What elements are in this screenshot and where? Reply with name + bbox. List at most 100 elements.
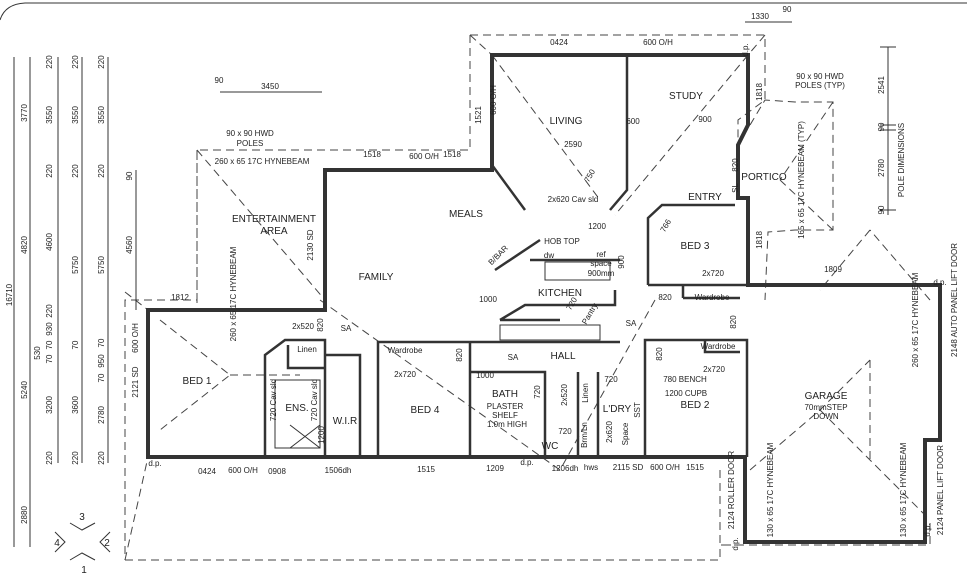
room-hall: HALL: [550, 351, 575, 362]
dimension-label: 820: [655, 347, 664, 361]
dimension-label: 220: [71, 164, 80, 178]
dimension-label: 750: [583, 167, 598, 184]
room-entry: ENTRY: [688, 192, 722, 203]
room-portico: PORTICO: [741, 172, 787, 183]
dimension-label: 1330: [751, 12, 769, 21]
dimension-label: 2x520: [560, 384, 569, 406]
dimension-label: 600 O/H: [131, 323, 140, 353]
dimension-label: 1206dh: [552, 464, 579, 473]
dimension-label: d.p.: [933, 278, 946, 287]
dimension-label: 220: [45, 304, 54, 318]
dimension-label: 1521: [474, 106, 483, 124]
dimension-label: 2x720: [702, 269, 724, 278]
compass-label-4: 4: [54, 538, 60, 549]
dimension-lines: [13, 21, 896, 547]
dimension-label: 1515: [686, 463, 704, 472]
dimension-label: 900: [617, 255, 626, 269]
dimension-label: 1812: [171, 293, 189, 302]
dimension-label: 1818: [755, 83, 764, 101]
dimension-label: 2x620: [605, 421, 614, 443]
compass-rose: 3 2 4 1: [54, 512, 111, 576]
dimension-label: 260 x 65 17C HYNEBEAM: [229, 246, 238, 341]
dimension-label: d.p.: [520, 458, 533, 467]
sheet-border: [0, 2, 967, 21]
dimension-label: 90: [125, 171, 134, 180]
dimension-label: 2780: [877, 159, 886, 177]
dimension-label: 1818: [755, 231, 764, 249]
dimension-label: 2x720: [703, 365, 725, 374]
dimension-label: 820: [731, 158, 740, 172]
dimension-label: 4560: [125, 236, 134, 254]
dimension-label: 5750: [97, 256, 106, 274]
garage-step-note: 70mmSTEP: [804, 403, 847, 412]
room-bath: BATH: [492, 389, 518, 400]
room-wir: W.I.R: [333, 416, 357, 427]
dimension-label: Linen: [581, 383, 590, 403]
dimension-label: 220: [97, 451, 106, 465]
dimension-label: 3200: [45, 396, 54, 414]
dimension-label: HOB TOP: [544, 237, 580, 246]
dimension-label: 3770: [20, 104, 29, 122]
dimension-label: 1.0m HIGH: [487, 420, 527, 429]
dimension-label: POLES (TYP): [795, 81, 845, 90]
room-labels: LIVING STUDY MEALS FAMILY ENTERTAINMENT …: [183, 91, 848, 452]
dimension-label: 220: [45, 164, 54, 178]
dimension-label: 930: [45, 322, 54, 336]
dimension-label: space: [590, 259, 612, 268]
dimension-label: 1200: [588, 222, 606, 231]
dimension-label: SL: [731, 183, 740, 193]
dimension-label: 1200 CUPB: [665, 389, 707, 398]
dimension-label: SA: [508, 353, 519, 362]
dimension-label: SA: [626, 319, 637, 328]
dimension-label: d.p.: [731, 537, 740, 550]
dimension-label: 90: [783, 5, 792, 14]
dimension-label: 720: [604, 375, 618, 384]
dimension-label: 2124 PANEL LIFT DOOR: [936, 445, 945, 535]
dimension-label: 70: [45, 340, 54, 349]
compass-label-2: 2: [104, 538, 110, 549]
dimension-label: dw: [544, 251, 554, 260]
room-wc: WC: [542, 441, 559, 452]
dimension-label: 3550: [45, 106, 54, 124]
dimension-label: 90: [877, 205, 886, 214]
room-bed3: BED 3: [681, 241, 710, 252]
room-living: LIVING: [550, 116, 583, 127]
dimension-label: 70: [97, 338, 106, 347]
dimension-label: 220: [97, 55, 106, 69]
dimension-label: 1000: [476, 371, 494, 380]
dimension-label: 90 x 90 HWD: [796, 72, 844, 81]
dimension-label: 2x620 Cav sld: [548, 195, 599, 204]
dimension-label: d.p.: [923, 523, 932, 536]
interior-walls: [263, 55, 749, 457]
dimension-label: 3550: [97, 106, 106, 124]
dimension-label: 1518: [443, 150, 461, 159]
room-garage: GARAGE: [805, 391, 848, 402]
dimension-label: 130 x 65 17C HYNEBEAM: [766, 442, 775, 537]
room-study: STUDY: [669, 91, 703, 102]
dimension-label: 90: [215, 76, 224, 85]
dimension-label: 2124 ROLLER DOOR: [727, 451, 736, 529]
dimension-label: 1209: [486, 464, 504, 473]
dimension-label: 3450: [261, 82, 279, 91]
dimension-label: Wardrobe: [695, 293, 730, 302]
dimension-label: 3550: [71, 106, 80, 124]
room-entertainment: ENTERTAINMENT: [232, 214, 316, 225]
dimension-label: 4820: [20, 236, 29, 254]
dimension-label: 900mm: [588, 269, 615, 278]
dimension-label: 70: [71, 340, 80, 349]
dimension-label: 1000: [479, 295, 497, 304]
dimension-label: 220: [97, 164, 106, 178]
dimension-label: 820: [316, 318, 325, 332]
dimension-label: 820: [658, 293, 672, 302]
dimension-label: 220: [71, 55, 80, 69]
dimension-label: 820: [729, 315, 738, 329]
dimension-label: 2880: [20, 506, 29, 524]
dimension-label: 220: [45, 451, 54, 465]
dimension-label: d.p.: [741, 43, 750, 56]
dimension-label: 820: [455, 348, 464, 362]
room-bed1: BED 1: [183, 376, 212, 387]
room-laundry: L'DRY: [603, 404, 632, 415]
dimension-label: Linen: [297, 345, 317, 354]
dimension-label: POLE DIMENSIONS: [897, 123, 906, 197]
